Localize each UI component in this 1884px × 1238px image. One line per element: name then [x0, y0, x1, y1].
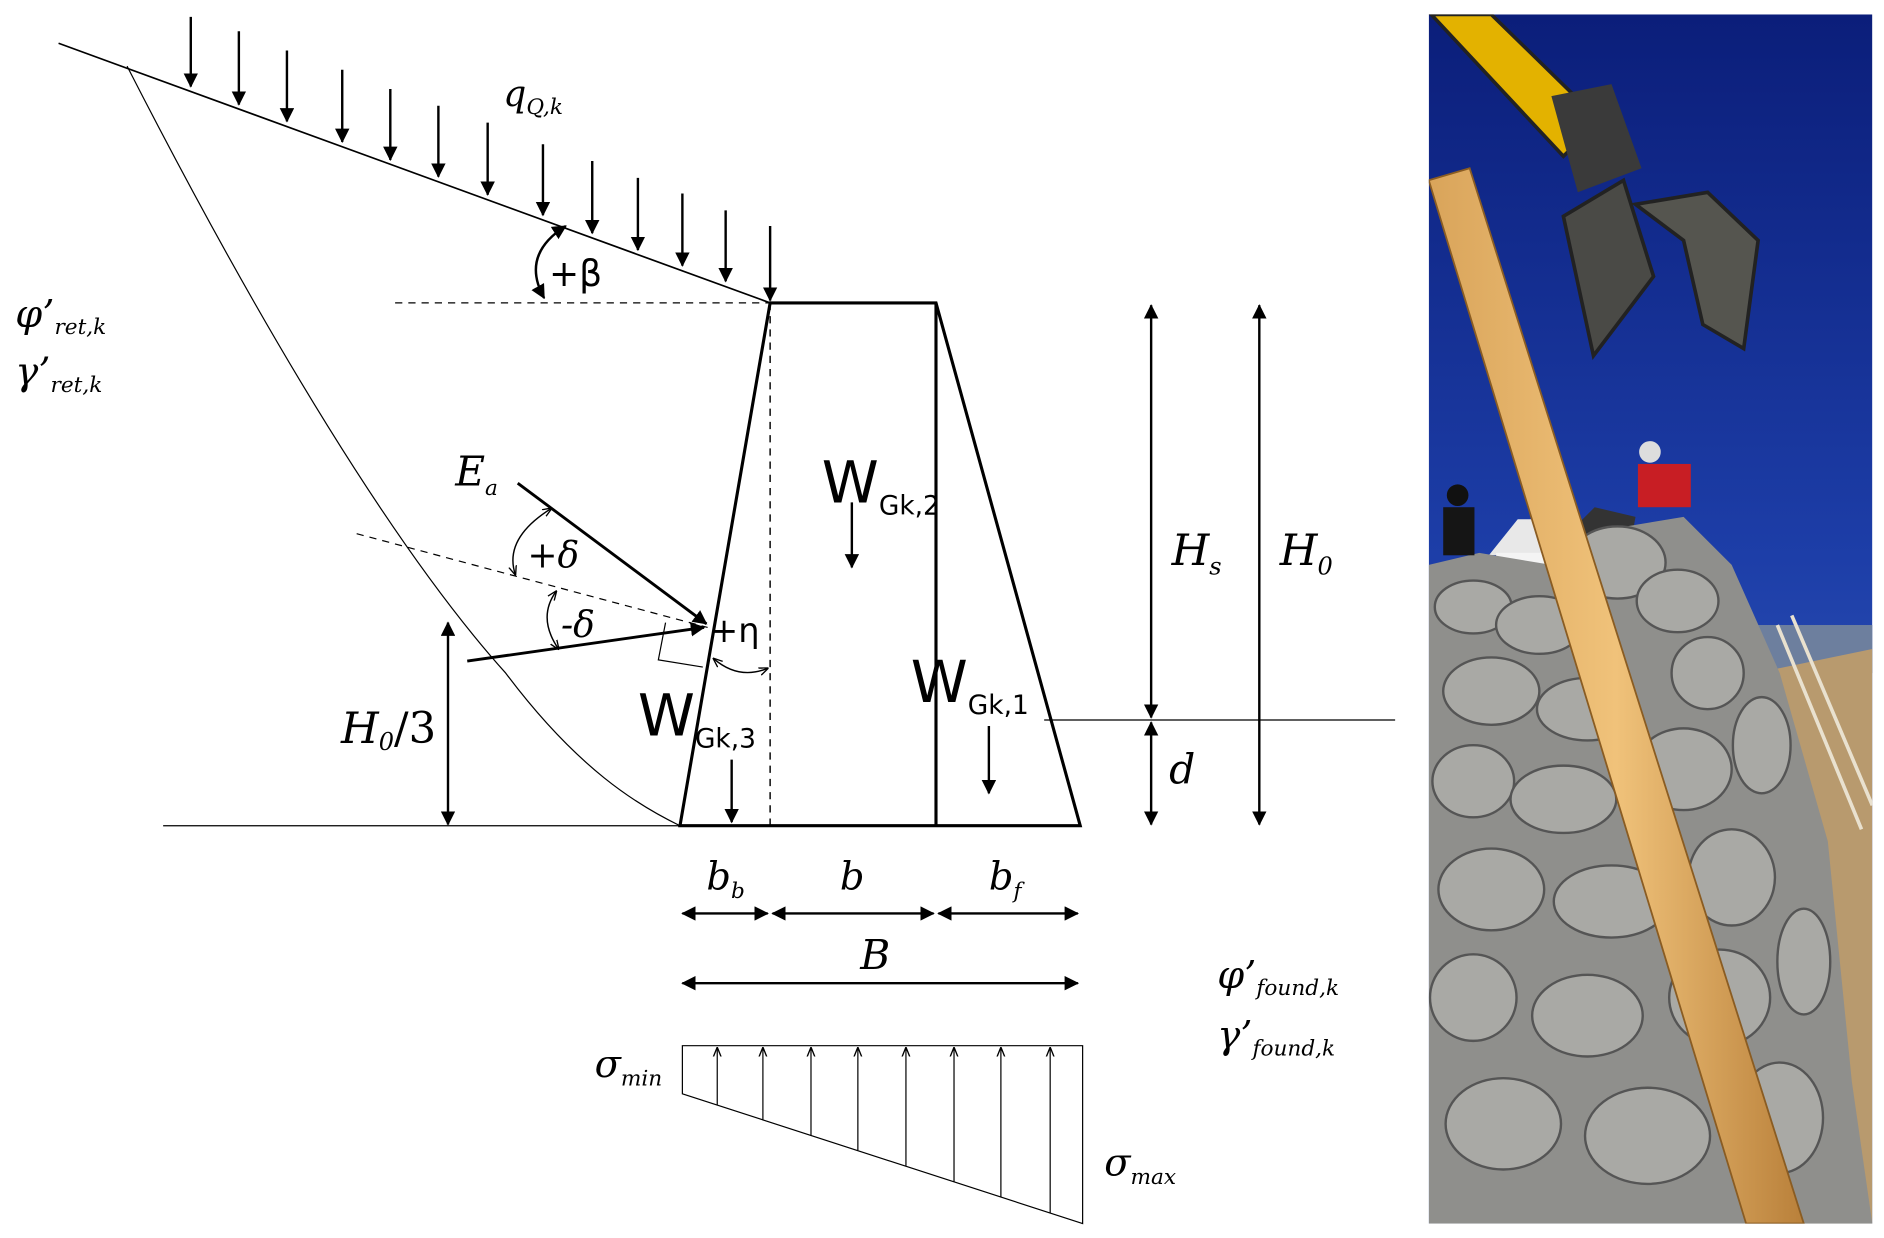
delta-negative-arc	[546, 591, 558, 649]
phi-ret-label: φ’ret,k	[15, 292, 106, 340]
h0-label: H0	[1279, 526, 1333, 581]
w-gk2-label: WGk,2	[822, 448, 940, 521]
ea-negative-arrow	[467, 622, 706, 663]
gamma-ret-label: γ’ret,k	[15, 350, 102, 398]
delta-positive-label: +δ	[527, 534, 579, 576]
eta-label: +η	[710, 611, 760, 650]
beta-angle-arc	[531, 224, 567, 300]
beta-label: +β	[549, 253, 602, 295]
bb-label: bb	[706, 854, 744, 903]
hs-label: Hs	[1171, 526, 1222, 581]
sigma-max-label: σmax	[1104, 1140, 1176, 1189]
w-gk1-label: WGk,1	[911, 648, 1029, 721]
d-label: d	[1169, 746, 1195, 794]
delta-positive-arc	[513, 508, 551, 574]
surcharge-arrows	[183, 16, 778, 302]
ea-label: Ea	[454, 448, 498, 502]
surcharge-label: qQ,k	[503, 73, 563, 120]
slip-surface-curve	[126, 65, 681, 827]
sloped-ground-line	[58, 42, 771, 304]
gamma-found-label: γ’found,k	[1217, 1013, 1335, 1061]
ground-surface	[58, 42, 1396, 827]
bf-label: bf	[989, 854, 1026, 903]
w-gk3-label: WGk,3	[638, 682, 756, 755]
delta-negative-label: -δ	[561, 604, 595, 646]
sigma-min-label: σmin	[595, 1042, 663, 1091]
contact-pressure-diagram	[681, 1045, 1084, 1225]
right-angle-mark	[657, 622, 703, 668]
B-label: B	[859, 931, 890, 979]
eta-angle-arc	[714, 659, 768, 673]
b-label: b	[840, 854, 865, 899]
wall-body	[678, 301, 1083, 828]
h0-third-label: H0/3	[340, 704, 436, 756]
ea-positive-arrow	[516, 482, 708, 625]
construction-photo	[1428, 14, 1873, 1224]
phi-found-label: φ’found,k	[1217, 953, 1339, 1001]
